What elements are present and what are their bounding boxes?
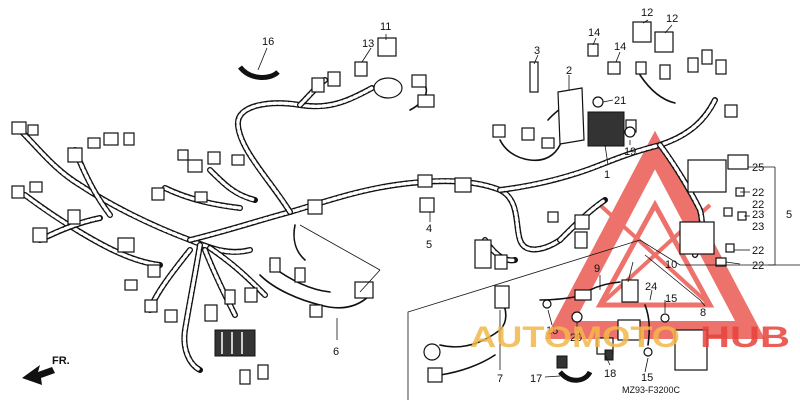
connector-4 [419, 197, 435, 213]
regulator-rectifier [587, 111, 625, 147]
callout-13: 13 [362, 38, 374, 50]
watermark-text: AUTOMOTO HUB [470, 321, 790, 354]
callout-15b: 15 [546, 325, 558, 337]
callout-22a: 22 [752, 187, 764, 199]
callout-15a: 15 [665, 293, 677, 305]
clamp-17 [558, 370, 593, 383]
callout-10: 10 [665, 259, 677, 271]
clamp-16 [238, 65, 280, 80]
connectors [11, 21, 749, 385]
callout-23b: 23 [752, 221, 764, 233]
front-label: FR. [52, 355, 70, 367]
callout-5b: 5 [786, 209, 792, 221]
front-direction-indicator: FR. [22, 355, 70, 385]
callout-22d: 22 [752, 260, 764, 272]
callout-12b: 12 [666, 13, 678, 25]
relay-12a [632, 21, 652, 43]
fuse-box [214, 329, 256, 357]
callout-17: 17 [530, 373, 542, 385]
callout-21: 21 [614, 95, 626, 107]
callout-7: 7 [497, 373, 503, 385]
drawing-code: MZ93-F3200C [622, 385, 681, 395]
watermark-brand-left: AUTOMOTO [470, 321, 680, 354]
callout-9: 9 [594, 263, 600, 275]
callout-2: 2 [566, 65, 572, 77]
callout-22b: 22 [752, 199, 764, 211]
leader-lines [257, 19, 800, 400]
bolt-19 [624, 126, 636, 138]
callout-24: 24 [645, 281, 657, 293]
callout-16: 16 [262, 36, 274, 48]
bracket-2 [557, 87, 585, 145]
callout-19: 19 [624, 146, 636, 158]
callout-23a: 23 [752, 209, 764, 221]
callout-labels: 16 11 13 3 2 14 14 12 12 21 19 1 25 22 2… [262, 7, 792, 385]
front-arrow-icon [22, 365, 55, 385]
callout-11: 11 [380, 21, 391, 33]
callout-1: 1 [604, 169, 610, 181]
callout-25: 25 [752, 162, 764, 174]
callout-14b: 14 [614, 41, 626, 53]
callout-18: 18 [604, 368, 616, 380]
ecu-unit [687, 159, 727, 193]
bracket-3 [529, 61, 539, 93]
watermark-brand-right: HUB [700, 321, 790, 354]
relay-12b [654, 31, 674, 53]
cover-25 [727, 154, 749, 170]
callout-15c: 15 [641, 372, 653, 384]
callout-22c: 22 [752, 245, 764, 257]
callout-20: 20 [570, 332, 582, 344]
callout-3: 3 [534, 45, 540, 57]
switch-unit [674, 329, 708, 371]
callout-8: 8 [700, 307, 706, 319]
callout-14a: 14 [588, 27, 600, 39]
callout-4: 4 [426, 223, 432, 235]
sub-diagram-frame [407, 239, 800, 400]
callout-5a: 5 [426, 239, 432, 251]
callout-12a: 12 [641, 7, 653, 19]
callout-6: 6 [333, 346, 339, 358]
relay-11 [377, 37, 397, 57]
